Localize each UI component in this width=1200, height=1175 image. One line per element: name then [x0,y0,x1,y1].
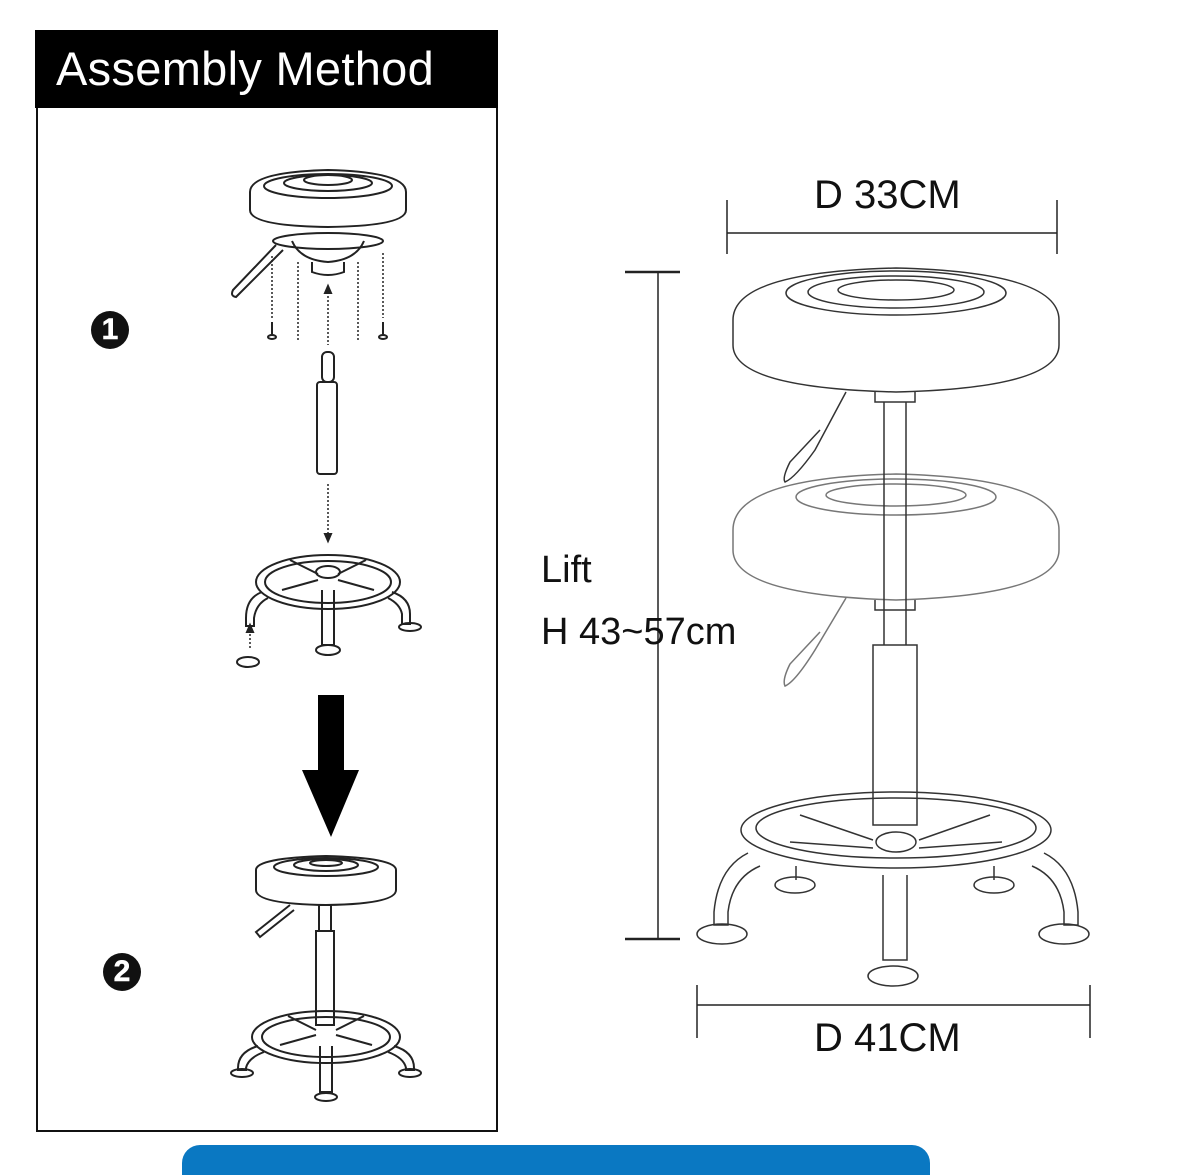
lift-label: Lift [541,549,592,591]
exploded-parts-diagram [231,168,422,668]
step-2-badge: 2 [103,953,141,991]
assembly-panel-frame [36,30,498,1132]
assembled-stool-diagram [230,854,422,1102]
down-arrow-icon [302,695,359,837]
bottom-action-bar[interactable] [182,1145,930,1175]
step-1-badge: 1 [91,311,129,349]
stool-dimension-diagram [625,200,1091,1038]
base-diameter-label: D 41CM [814,1016,961,1060]
height-range-label: H 43~57cm [541,611,737,653]
panel-title: Assembly Method [35,30,498,108]
seat-diameter-label: D 33CM [814,173,961,217]
